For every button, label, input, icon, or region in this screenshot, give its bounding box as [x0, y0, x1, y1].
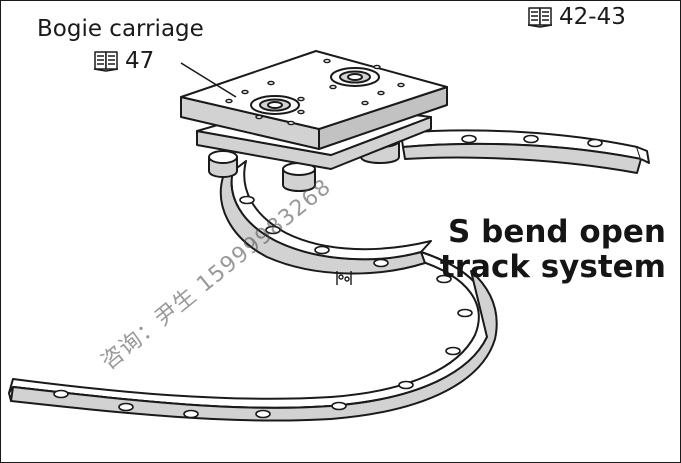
upper-s-track — [219, 160, 432, 275]
lower-track-arc — [8, 251, 498, 422]
book-icon — [93, 51, 119, 72]
track-mounting-holes — [53, 134, 603, 419]
top-page-ref: 42-43 — [559, 4, 626, 30]
title-line-1: S bend open — [448, 214, 666, 250]
bogie-carriage — [180, 50, 448, 192]
bogie-carriage-label: Bogie carriage — [37, 16, 204, 42]
track-joint — [336, 271, 352, 285]
title-line-2: track system — [439, 249, 666, 285]
right-track-segment — [400, 129, 650, 174]
book-icon — [527, 7, 553, 28]
carriage-bolt-holes — [225, 58, 405, 126]
callout-leader-line — [180, 62, 237, 98]
carriage-page-ref: 47 — [125, 48, 155, 74]
